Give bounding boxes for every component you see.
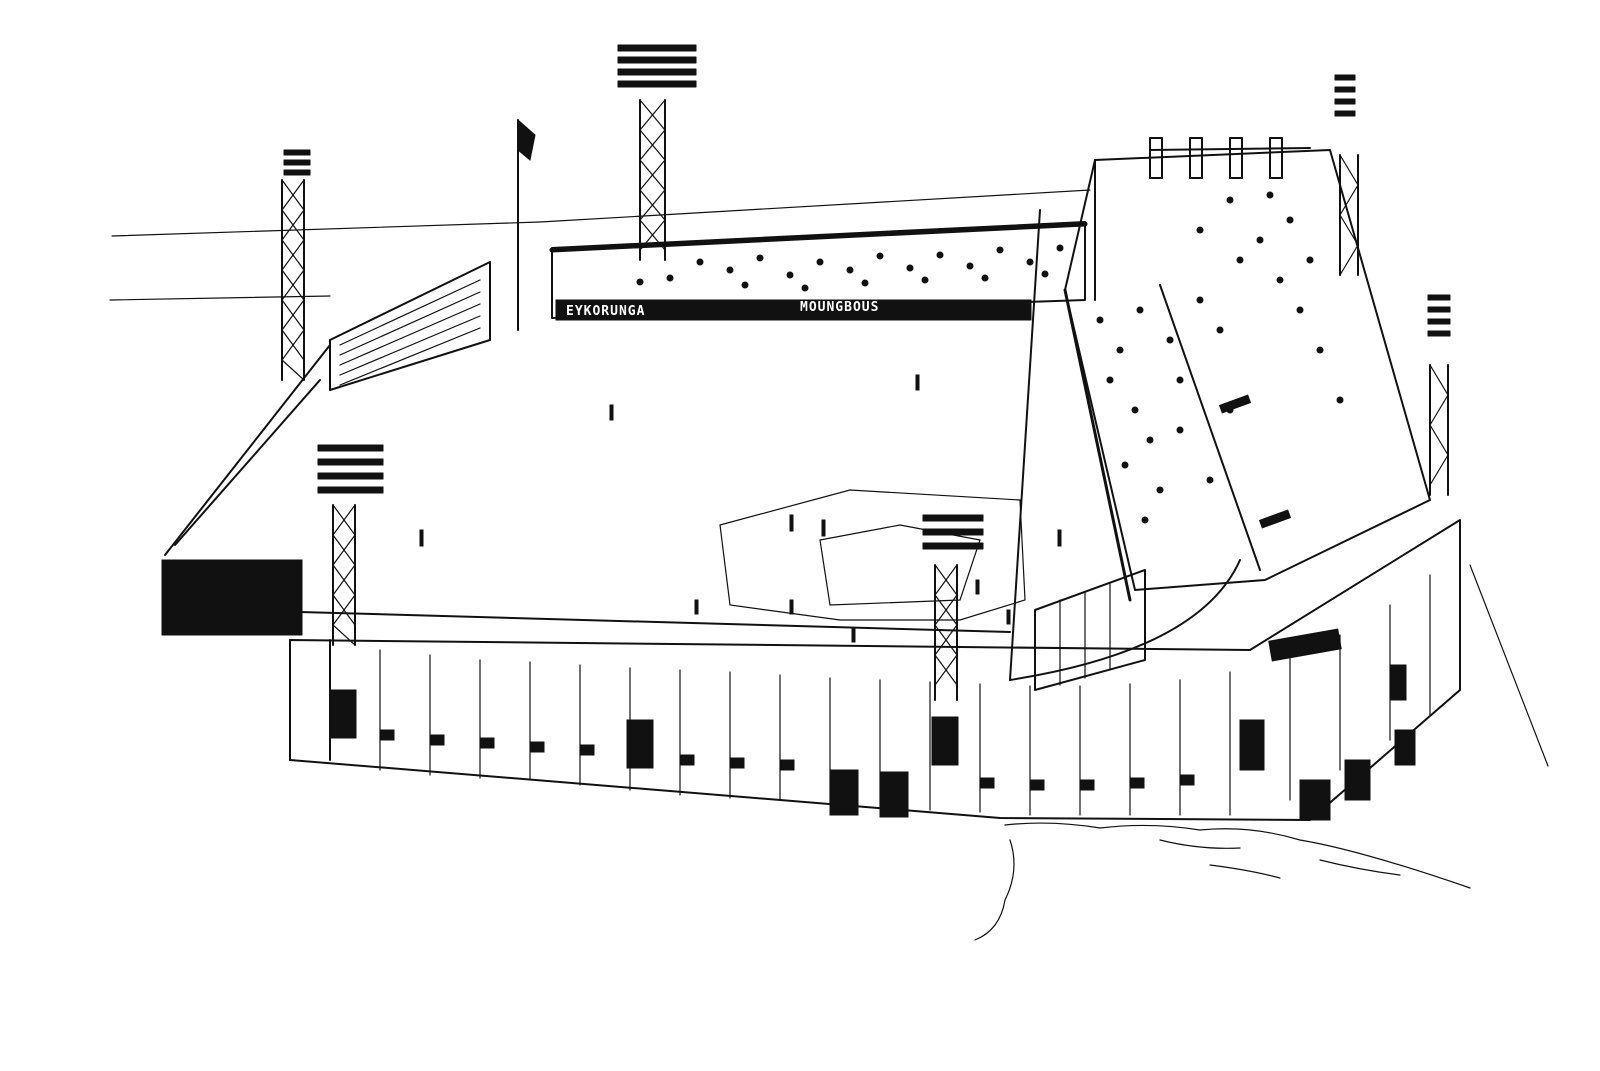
flag-pole	[517, 118, 536, 331]
horizon-lines	[109, 189, 1091, 301]
light-tower-first-base	[922, 514, 984, 701]
center-field-bleachers: EYKORUNGA MOUNGBOUS	[549, 221, 1088, 321]
outfield-sign-left: EYKORUNGA	[566, 304, 645, 319]
left-field-fence	[161, 261, 491, 636]
crowd-dots	[636, 244, 1064, 292]
light-tower-third-base	[317, 444, 384, 646]
light-tower-left-field	[281, 149, 311, 381]
playing-field	[299, 209, 1041, 681]
backstop	[1034, 569, 1146, 691]
facade-doorways	[329, 664, 1407, 818]
guy-line	[1469, 564, 1549, 767]
grandstand-crowd	[1096, 191, 1344, 524]
shrubbery	[974, 822, 1471, 941]
facade-windows	[379, 729, 1416, 821]
light-tower-right-field	[1334, 74, 1359, 276]
light-tower-center-field	[617, 44, 697, 261]
light-tower-far-right	[1427, 294, 1451, 496]
right-field-grandstand	[1009, 137, 1431, 681]
stadium-facade	[289, 519, 1461, 821]
outfield-sign-right: MOUNGBOUS	[800, 300, 879, 315]
players	[419, 374, 1062, 643]
